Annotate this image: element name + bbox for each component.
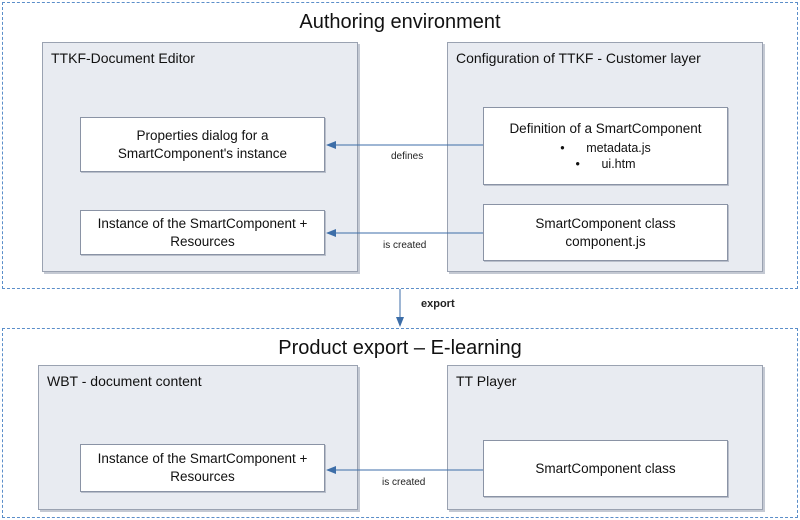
- tt-player-panel-title: TT Player: [456, 373, 517, 389]
- definition-file-name: metadata.js: [586, 141, 651, 155]
- properties-dialog-box: Properties dialog for a SmartComponent's…: [80, 117, 325, 172]
- definition-file-item: •metadata.js: [560, 141, 651, 155]
- authoring-environment-title: Authoring environment: [299, 11, 501, 33]
- component-class-line2: component.js: [565, 233, 646, 249]
- is-created-label-authoring: is created: [383, 240, 427, 251]
- definition-file-item: •ui.htm: [575, 157, 636, 171]
- instance-line1: Instance of the SmartComponent +: [97, 451, 308, 466]
- definition-title: Definition of a SmartComponent: [509, 121, 702, 136]
- player-component-class-label: SmartComponent class: [535, 460, 676, 476]
- instance-line1: Instance of the SmartComponent +: [97, 215, 308, 231]
- product-export-title: Product export – E-learning: [278, 337, 522, 359]
- instance-resources-box-authoring: Instance of the SmartComponent + Resourc…: [80, 210, 325, 255]
- component-class-box-player: SmartComponent class: [483, 440, 728, 497]
- defines-label: defines: [391, 151, 424, 162]
- instance-line2: Resources: [170, 233, 235, 249]
- document-editor-panel-title: TTKF-Document Editor: [51, 50, 195, 66]
- definition-file-name: ui.htm: [601, 157, 636, 171]
- instance-resources-box-product: Instance of the SmartComponent + Resourc…: [80, 444, 325, 492]
- authoring-environment-region: Authoring environment: [2, 2, 798, 289]
- export-label: export: [421, 298, 455, 310]
- properties-dialog-line2: SmartComponent's instance: [117, 145, 288, 161]
- properties-dialog-line1: Properties dialog for a: [136, 127, 269, 143]
- instance-line2: Resources: [170, 469, 235, 484]
- configuration-panel-title: Configuration of TTKF - Customer layer: [456, 50, 701, 66]
- product-export-region: Product export – E-learning: [2, 328, 798, 518]
- component-class-box-authoring: SmartComponent class component.js: [483, 204, 728, 261]
- is-created-label-product: is created: [382, 477, 426, 488]
- definition-box: Definition of a SmartComponent •metadata…: [483, 107, 728, 185]
- wbt-content-panel-title: WBT - document content: [47, 373, 202, 389]
- definition-file-list: •metadata.js •ui.htm: [560, 140, 651, 172]
- component-class-line1: SmartComponent class: [535, 215, 676, 231]
